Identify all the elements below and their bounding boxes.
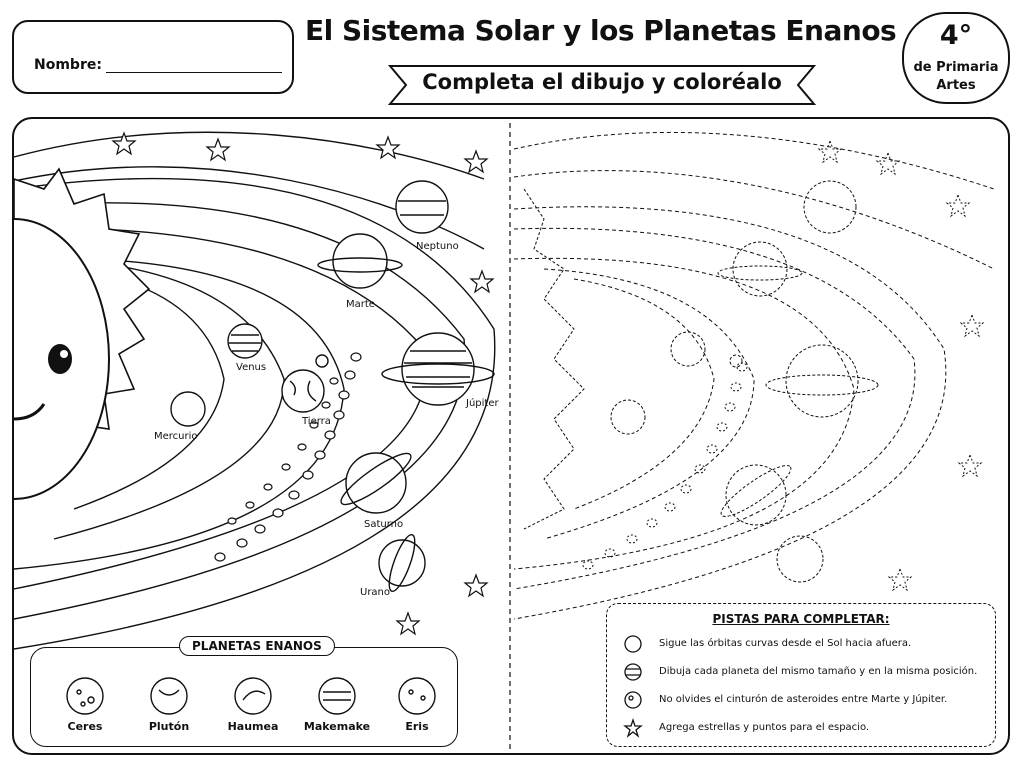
eris-drawing bbox=[398, 677, 436, 715]
hint-icons bbox=[623, 635, 643, 738]
dwarf-label-pluto: Plutón bbox=[148, 720, 190, 733]
label-uranus: Urano bbox=[360, 587, 391, 598]
sun-drawing bbox=[14, 167, 151, 500]
ceres-drawing bbox=[66, 677, 104, 715]
name-box: Nombre: bbox=[12, 20, 294, 94]
orbits-right bbox=[513, 131, 995, 620]
label-venus: Venus bbox=[236, 362, 267, 373]
uranus-drawing bbox=[378, 539, 426, 587]
mars-drawing bbox=[315, 354, 329, 368]
star-hint-icon bbox=[623, 717, 643, 738]
label-mercury: Mercurio bbox=[154, 431, 198, 442]
dwarf-label-makemake: Makemake bbox=[303, 720, 371, 733]
label-neptune: Neptuno bbox=[416, 241, 459, 252]
saturn-drawing bbox=[345, 452, 407, 514]
hints-title: PISTAS PARA COMPLETAR: bbox=[712, 612, 890, 626]
hints-box: PISTAS PARA COMPLETAR: Sigue las órbitas… bbox=[606, 603, 996, 747]
solar-system-drawing bbox=[14, 123, 995, 753]
hint-1: Sigue las órbitas curvas desde el Sol ha… bbox=[659, 638, 912, 649]
saturn-small-drawing bbox=[332, 233, 388, 289]
hint-2: Dibuja cada planeta del mismo tamaño y e… bbox=[659, 666, 978, 677]
earth-drawing bbox=[281, 369, 325, 413]
planets-right bbox=[523, 180, 879, 583]
jupiter-drawing bbox=[401, 332, 475, 406]
label-saturn: Saturno bbox=[364, 519, 404, 530]
asteroid-hint-icon bbox=[624, 691, 642, 709]
orbits-left bbox=[14, 131, 496, 650]
dwarf-label-haumea: Haumea bbox=[227, 720, 279, 733]
dwarf-label-ceres: Ceres bbox=[67, 720, 103, 733]
subtitle-ribbon bbox=[388, 65, 816, 105]
label-earth: Tierra bbox=[302, 416, 331, 427]
mercury-drawing bbox=[170, 391, 206, 427]
neptune-drawing bbox=[395, 180, 449, 234]
planet-hint-icon bbox=[624, 663, 642, 681]
label-jupiter: Júpiter bbox=[466, 398, 499, 409]
hint-4: Agrega estrellas y puntos para el espaci… bbox=[659, 722, 870, 733]
page-subtitle: Completa el dibujo y coloréalo bbox=[422, 70, 782, 94]
grade-number: 4° bbox=[939, 20, 973, 51]
grade-subject: Artes bbox=[936, 78, 976, 93]
asteroid-belt-right bbox=[582, 362, 748, 570]
stars-left bbox=[111, 131, 495, 636]
venus-drawing bbox=[227, 323, 263, 359]
dwarf-planets-drawings bbox=[66, 677, 436, 715]
asteroid-belt-left bbox=[214, 352, 362, 562]
dwarf-planets-title: PLANETAS ENANOS bbox=[179, 636, 335, 656]
haumea-drawing bbox=[234, 677, 272, 715]
grade-level: de Primaria bbox=[913, 60, 999, 75]
stars-right bbox=[817, 139, 985, 592]
dwarf-planets-box: PLANETAS ENANOS Ceres Plutón Haumea Make… bbox=[30, 636, 458, 747]
name-label: Nombre: bbox=[34, 57, 102, 73]
grade-badge: 4° de Primaria Artes bbox=[902, 12, 1010, 104]
orbit-hint-icon bbox=[624, 635, 642, 653]
dwarf-label-eris: Eris bbox=[405, 720, 429, 733]
worksheet-frame: Mercurio Venus Tierra Marte Júpiter Satu… bbox=[12, 117, 1010, 755]
page-title: El Sistema Solar y los Planetas Enanos bbox=[305, 14, 897, 47]
makemake-drawing bbox=[318, 677, 356, 715]
pluto-drawing bbox=[150, 677, 188, 715]
hint-3: No olvides el cinturón de asteroides ent… bbox=[659, 694, 948, 705]
name-input-line[interactable] bbox=[106, 72, 282, 73]
label-mars: Marte bbox=[346, 299, 375, 310]
